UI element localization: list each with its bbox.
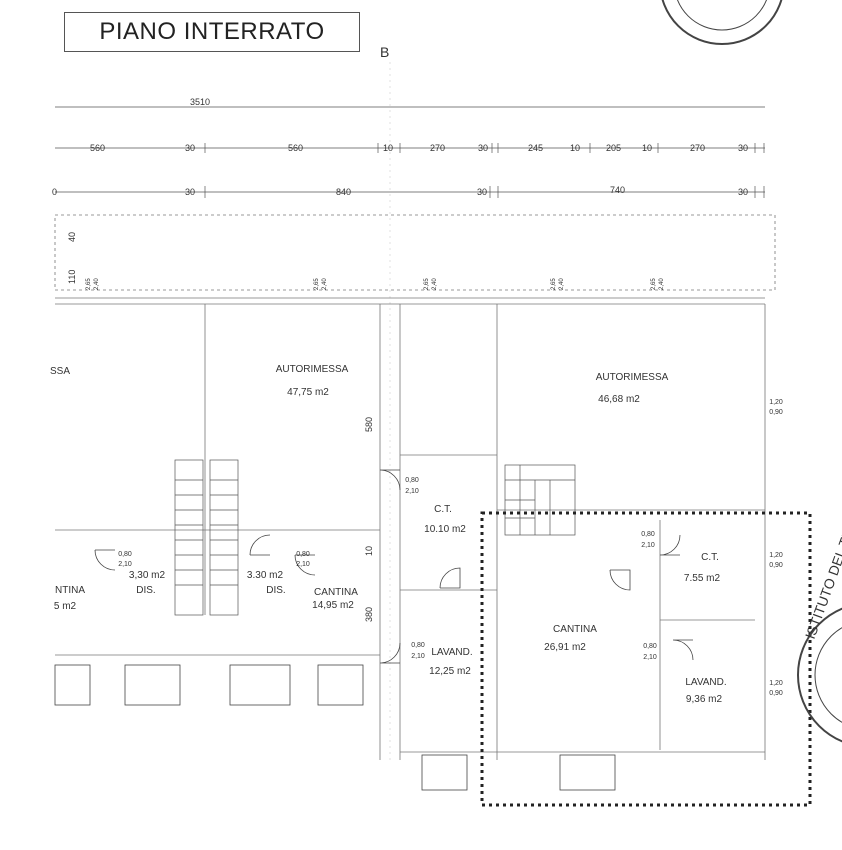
axis-label: B xyxy=(380,44,389,60)
wall-note-5: 2,65 xyxy=(424,278,430,290)
dim-r1-8: 10 xyxy=(570,143,580,153)
room-dis2-area: 3.30 m2 xyxy=(247,570,284,581)
wall-note-9: 2,65 xyxy=(651,278,657,290)
dim-r1-9: 205 xyxy=(606,143,621,153)
dim-r1-10: 10 xyxy=(642,143,652,153)
dim-r2-3: 840 xyxy=(336,187,351,197)
dim-r1-6: 30 xyxy=(478,143,488,153)
dim-r2-4: 30 xyxy=(477,187,487,197)
room-autorimessa1-area: 47,75 m2 xyxy=(287,387,329,398)
dim-r2-5: 740 xyxy=(610,185,625,195)
opening-ct1-h: 2,10 xyxy=(405,488,419,495)
dim-r1-5: 270 xyxy=(430,143,445,153)
ramp-area xyxy=(54,214,776,291)
room-lavand1-area: 12,25 m2 xyxy=(429,666,471,677)
opening-ct2-h: 0,90 xyxy=(769,562,783,569)
room-lavand2-name: LAVAND. xyxy=(685,677,726,688)
stairs-right xyxy=(504,464,576,536)
opening-ct2-w: 1,20 xyxy=(769,552,783,559)
windows xyxy=(54,664,616,791)
wall-note-8: 2,40 xyxy=(559,278,565,290)
wall-note-7: 2,65 xyxy=(551,278,557,290)
dim-v-40: 40 xyxy=(67,232,77,242)
dim-r2-6: 30 xyxy=(738,187,748,197)
room-autorimessa2-name: AUTORIMESSA xyxy=(596,372,669,383)
opening-cantina2-h: 2,10 xyxy=(641,542,655,549)
dim-r1-3: 560 xyxy=(288,143,303,153)
wall-note-4: 2,40 xyxy=(322,278,328,290)
room-cantina2-area: 26,91 m2 xyxy=(544,642,586,653)
room-autorimessa1-name: AUTORIMESSA xyxy=(276,364,349,375)
plan-title: PIANO INTERRATO xyxy=(64,12,360,52)
room-ct2-area: 7.55 m2 xyxy=(684,573,721,584)
dim-r2-2: 30 xyxy=(185,187,195,197)
dim-v-10: 10 xyxy=(364,546,374,556)
room-ntina-area: 5 m2 xyxy=(54,601,77,612)
room-dis1-area: 3,30 m2 xyxy=(129,570,166,581)
room-dis1-name: DIS. xyxy=(136,585,155,596)
dim-r1-2: 30 xyxy=(185,143,195,153)
opening-cantina1-w: 0,80 xyxy=(296,551,310,558)
dim-r2-1: 0 xyxy=(52,187,57,197)
room-lavand1-name: LAVAND. xyxy=(431,647,472,658)
room-ct1-area: 10.10 m2 xyxy=(424,524,466,535)
wall-note-1: 2,65 xyxy=(86,278,92,290)
stamp-top-right xyxy=(661,0,783,45)
wall-note-6: 2,40 xyxy=(432,278,438,290)
room-cantina1-area: 14,95 m2 xyxy=(312,600,354,611)
opening-lavand2b-h: 0,90 xyxy=(769,690,783,697)
room-lavand2-area: 9,36 m2 xyxy=(686,694,723,705)
opening-ct1-w: 0,80 xyxy=(405,477,419,484)
dim-total: 3510 xyxy=(190,97,210,107)
dim-r1-1: 560 xyxy=(90,143,105,153)
dim-r1-11: 270 xyxy=(690,143,705,153)
stamp-right-text: ISTITUTO DEL TRIB xyxy=(802,514,842,641)
doors xyxy=(94,469,694,664)
wall-note-2: 2,40 xyxy=(94,278,100,290)
stamp-right: ISTITUTO DEL TRIB xyxy=(797,514,842,743)
opening-dis1-h: 2,10 xyxy=(118,561,132,568)
room-autorimessa2-area: 46,68 m2 xyxy=(598,394,640,405)
stairs-left xyxy=(174,459,239,616)
opening-garage-h: 0,90 xyxy=(769,409,783,416)
opening-lavand2b-w: 1,20 xyxy=(769,680,783,687)
dim-r1-12: 30 xyxy=(738,143,748,153)
room-ssa-name: SSA xyxy=(50,366,70,377)
opening-lavand1-w: 0,80 xyxy=(411,642,425,649)
opening-lavand2-w: 0,80 xyxy=(643,643,657,650)
wall-note-3: 2,65 xyxy=(314,278,320,290)
dim-r1-7: 245 xyxy=(528,143,543,153)
room-ct2-name: C.T. xyxy=(701,552,719,563)
opening-lavand1-h: 2,10 xyxy=(411,653,425,660)
wall-note-10: 2,40 xyxy=(659,278,665,290)
opening-cantina2-w: 0,80 xyxy=(641,531,655,538)
room-cantina2-name: CANTINA xyxy=(553,624,597,635)
dimension-lines xyxy=(55,106,765,198)
room-cantina1-name: CANTINA xyxy=(314,587,358,598)
dim-v-110: 110 xyxy=(67,270,77,284)
opening-cantina1-h: 2,10 xyxy=(296,561,310,568)
room-ct1-name: C.T. xyxy=(434,504,452,515)
dim-v-380: 380 xyxy=(364,607,374,622)
opening-dis1-w: 0,80 xyxy=(118,551,132,558)
dim-v-580: 580 xyxy=(364,417,374,432)
room-ntina-name: NTINA xyxy=(55,585,85,596)
opening-garage-w: 1,20 xyxy=(769,399,783,406)
highlighted-unit xyxy=(480,511,812,807)
opening-lavand2-h: 2,10 xyxy=(643,654,657,661)
room-dis2-name: DIS. xyxy=(266,585,285,596)
dim-r1-4: 10 xyxy=(383,143,393,153)
